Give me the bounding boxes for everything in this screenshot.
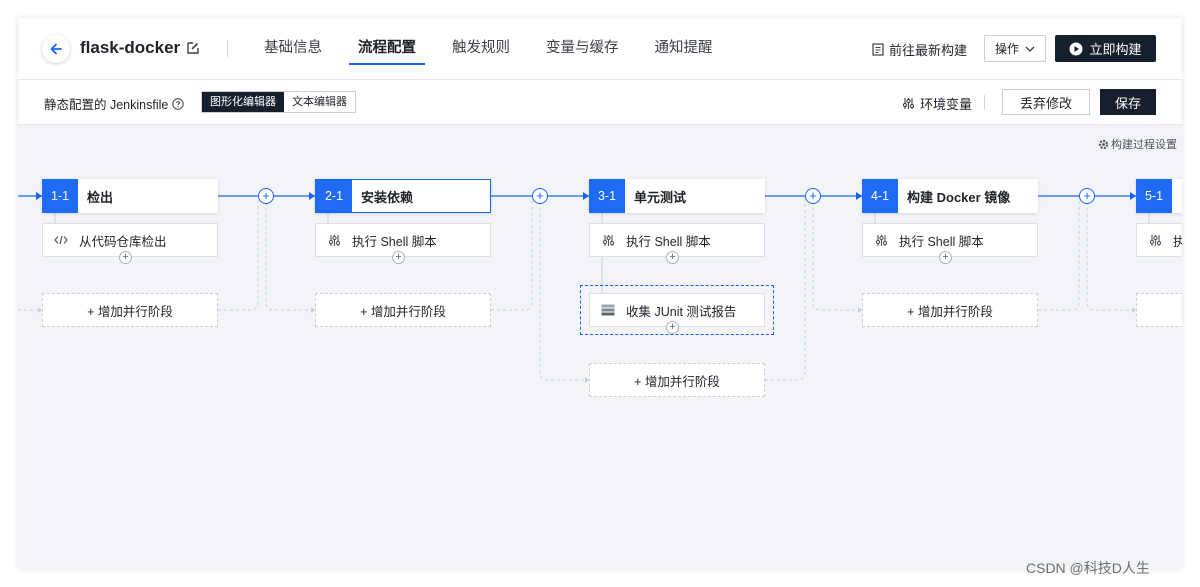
latest-build-label: 前往最新构建: [889, 43, 968, 58]
stage-header[interactable]: 1-1 检出: [42, 179, 218, 213]
env-variables-label: 环境变量: [920, 97, 973, 112]
stage-step[interactable]: 收集 JUnit 测试报告: [589, 293, 765, 327]
tab-pipeline-config[interactable]: 流程配置: [349, 18, 425, 80]
latest-build-link[interactable]: 前往最新构建: [872, 40, 967, 59]
config-source-label: 静态配置的 Jenkinsfile: [44, 98, 169, 112]
tab-variables-cache[interactable]: 变量与缓存: [546, 40, 619, 56]
step-label: 执行 Shell 脚本: [626, 234, 711, 249]
add-parallel-stage-button[interactable]: [1136, 293, 1182, 327]
stage-step[interactable]: 从代码仓库检出: [42, 223, 218, 257]
stage-name: 单元测试: [634, 189, 687, 205]
build-process-settings-label: 构建过程设置: [1111, 139, 1177, 151]
operations-label: 操作: [994, 42, 1019, 56]
stage-number: 4-1: [862, 179, 898, 213]
step-label: 执行 Shell 脚本: [899, 234, 984, 249]
add-stage-plus-icon[interactable]: +: [805, 188, 821, 204]
stage-step[interactable]: 执: [1136, 223, 1182, 257]
stage-number: 5-1: [1136, 179, 1172, 213]
stage-number: 2-1: [316, 180, 352, 212]
back-button[interactable]: [42, 35, 70, 63]
tab-trigger-rules[interactable]: 触发规则: [452, 40, 510, 56]
stage-header[interactable]: 4-1 构建 Docker 镜像: [862, 179, 1038, 213]
stage-header[interactable]: 3-1 单元测试: [589, 179, 765, 213]
build-process-settings-link[interactable]: 构建过程设置: [1098, 136, 1177, 152]
report-icon: [601, 304, 615, 316]
document-icon: [872, 43, 884, 56]
stage-header[interactable]: 5-1: [1136, 179, 1182, 213]
step-label: 从代码仓库检出: [79, 234, 167, 249]
help-icon[interactable]: [172, 97, 185, 110]
step-label: 收集 JUnit 测试报告: [626, 304, 737, 319]
graphical-editor-button[interactable]: 图形化编辑器: [202, 92, 284, 112]
watermark: CSDN @科技D人生: [1026, 560, 1150, 576]
stage-number: 1-1: [42, 179, 78, 213]
stage-name: 检出: [87, 189, 114, 205]
divider: [227, 40, 228, 57]
add-step-plus-icon[interactable]: +: [392, 251, 405, 264]
add-step-plus-icon[interactable]: +: [666, 251, 679, 264]
stage-name: 构建 Docker 镜像: [907, 189, 1011, 205]
arrow-left-icon: [50, 43, 62, 55]
save-button[interactable]: 保存: [1100, 89, 1156, 115]
chevron-down-icon: [1025, 46, 1035, 52]
app-title: flask-docker: [80, 38, 181, 57]
pipeline-canvas: 构建过程设置 + + + + 1-1 检出 从代码仓库检出 + + 增加并行阶段…: [18, 125, 1182, 569]
divider: [984, 95, 985, 110]
add-parallel-stage-button[interactable]: + 增加并行阶段: [315, 293, 491, 327]
add-step-plus-icon[interactable]: +: [939, 251, 952, 264]
code-icon: [54, 235, 68, 245]
main-tabs: 基础信息 流程配置 触发规则 变量与缓存 通知提醒: [264, 18, 749, 80]
sliders-icon: [875, 234, 887, 246]
editor-toolbar: 静态配置的 Jenkinsfile 图形化编辑器 文本编辑器 环境变量 丢弃修改…: [18, 80, 1182, 125]
env-variables-button[interactable]: 环境变量: [902, 94, 972, 113]
sliders-icon: [902, 98, 915, 109]
step-label: 执: [1173, 234, 1182, 249]
sliders-icon: [328, 234, 340, 246]
app-window: flask-docker 基础信息 流程配置 触发规则 变量与缓存 通知提醒 前…: [18, 18, 1182, 569]
add-parallel-stage-button[interactable]: + 增加并行阶段: [862, 293, 1038, 327]
discard-changes-button[interactable]: 丢弃修改: [1002, 89, 1090, 115]
operations-dropdown[interactable]: 操作: [984, 35, 1046, 62]
top-navigation-bar: flask-docker 基础信息 流程配置 触发规则 变量与缓存 通知提醒 前…: [18, 18, 1182, 80]
run-build-label: 立即构建: [1089, 42, 1142, 57]
sliders-icon: [602, 234, 614, 246]
add-stage-plus-icon[interactable]: +: [258, 188, 274, 204]
add-step-plus-icon[interactable]: +: [666, 321, 679, 334]
selected-step-outline: [580, 285, 774, 335]
stage-name: 安装依赖: [361, 189, 414, 205]
add-step-plus-icon[interactable]: +: [119, 251, 132, 264]
edit-icon[interactable]: [186, 41, 200, 55]
add-stage-plus-icon[interactable]: +: [532, 188, 548, 204]
stage-number: 3-1: [589, 179, 625, 213]
tab-basic-info[interactable]: 基础信息: [264, 40, 322, 56]
editor-mode-switch: 图形化编辑器 文本编辑器: [201, 91, 356, 113]
add-stage-plus-icon[interactable]: +: [1079, 188, 1095, 204]
sliders-icon: [1149, 234, 1161, 246]
text-editor-button[interactable]: 文本编辑器: [284, 92, 355, 112]
add-parallel-stage-button[interactable]: + 增加并行阶段: [589, 363, 765, 397]
stage-header[interactable]: 2-1 安装依赖: [315, 179, 491, 213]
add-parallel-stage-button[interactable]: + 增加并行阶段: [42, 293, 218, 327]
play-icon: [1069, 42, 1083, 55]
config-source: 静态配置的 Jenkinsfile: [44, 94, 185, 113]
run-build-button[interactable]: 立即构建: [1055, 35, 1156, 62]
gear-icon: [1098, 139, 1109, 149]
step-label: 执行 Shell 脚本: [352, 234, 437, 249]
tab-notifications[interactable]: 通知提醒: [654, 40, 713, 56]
